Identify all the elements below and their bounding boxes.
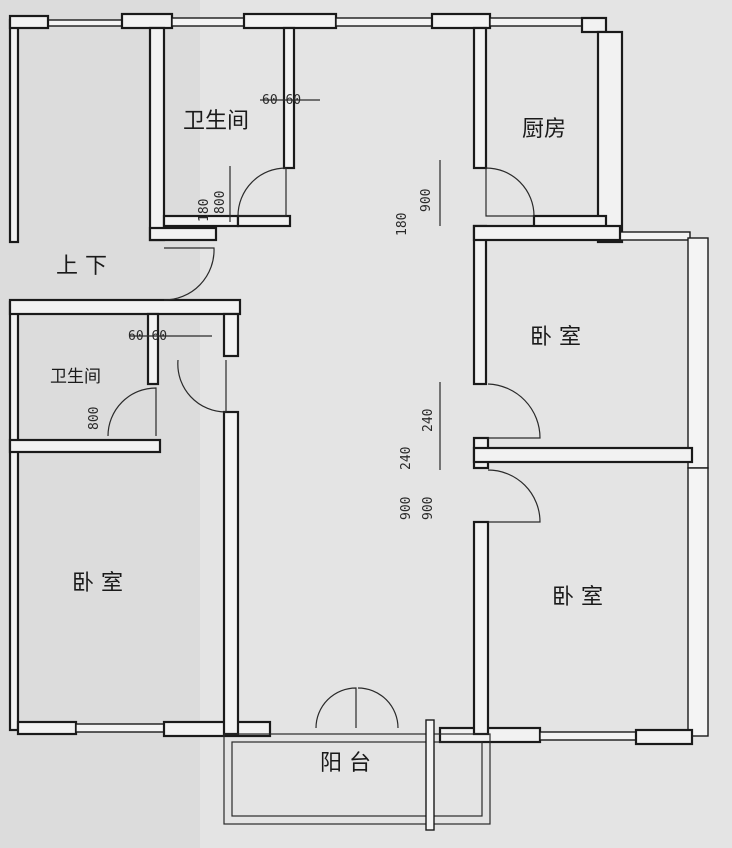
dim-small-bath-wall: 60 60 — [128, 329, 167, 344]
balcony-label: 阳 台 — [320, 751, 371, 776]
dim-bedroom-door-a: 240 — [399, 447, 414, 470]
paper-light-area — [200, 0, 732, 848]
bedroom-sw-label: 卧 室 — [72, 571, 123, 596]
bedroom-se-label: 卧 室 — [552, 585, 603, 610]
dim-bedroom-door-c: 900 — [399, 497, 414, 520]
bathroom-small-label: 卫生间 — [50, 367, 101, 387]
dim-kitchen-door-a: 180 — [395, 213, 410, 236]
dim-bath-door-a: 180 — [197, 199, 212, 222]
balcony-outline — [223, 719, 491, 831]
dim-bedroom-door-d: 900 — [421, 497, 436, 520]
dim-bedroom-door-b: 240 — [421, 409, 436, 432]
doors — [107, 167, 541, 729]
kitchen-label: 厨房 — [522, 117, 566, 142]
exterior-walls — [8, 12, 709, 746]
dim-kitchen-door-b: 900 — [419, 189, 434, 212]
bedroom-ne-label: 卧 室 — [530, 325, 581, 350]
stairs-label: 上 下 — [56, 254, 107, 279]
dim-bath-wall: 60 60 — [262, 93, 301, 108]
dim-small-bath-door: 800 — [87, 407, 102, 430]
dimension-ticks — [130, 99, 441, 470]
bathroom-main-label: 卫生间 — [183, 109, 249, 134]
interior-walls — [8, 26, 694, 736]
dim-bath-door-b: 800 — [213, 191, 228, 214]
